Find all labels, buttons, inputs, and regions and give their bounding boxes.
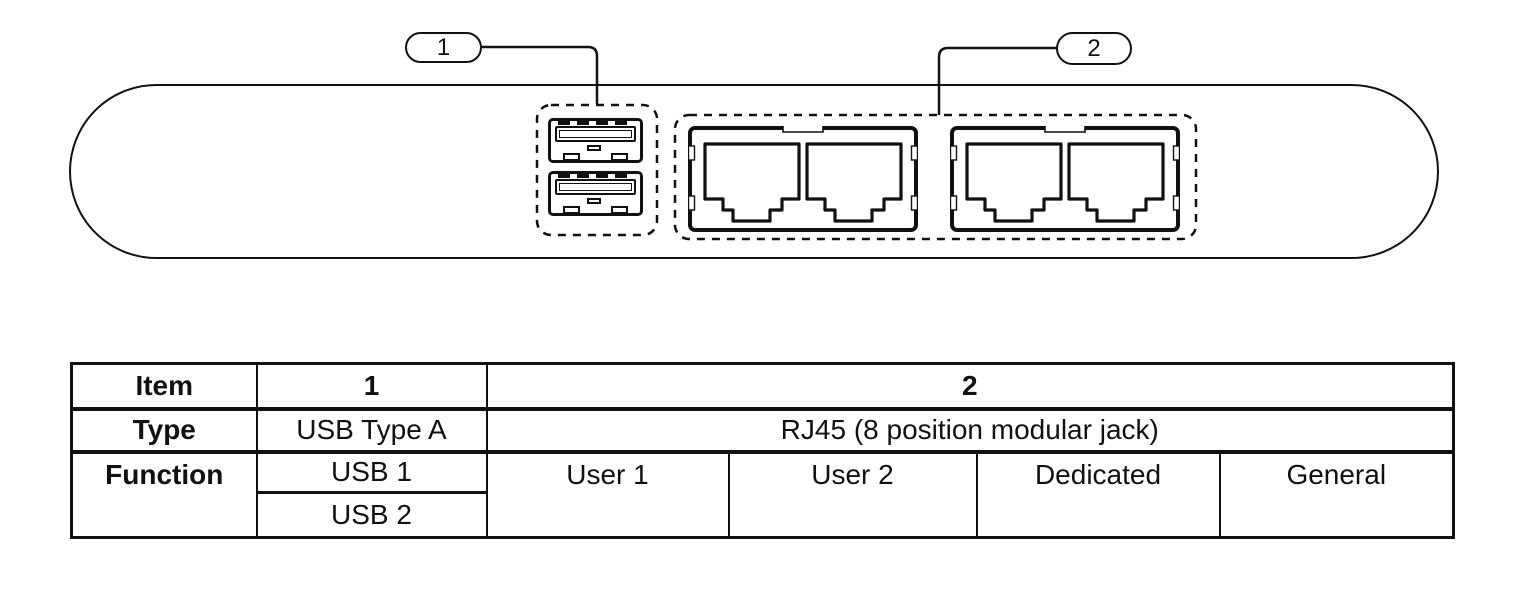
item-2-cell: 2: [485, 362, 1455, 411]
usb-latch-tab-icon: [563, 153, 580, 160]
usb-contact-strip-icon: [558, 174, 633, 178]
function-user1-cell: User 1: [485, 450, 730, 539]
rj45-module-2-icon: [950, 126, 1180, 232]
table-row: USB 2: [72, 491, 1454, 539]
port-legend-table: Item 1 2 Type USB Type A RJ45 (8 positio…: [70, 362, 1456, 539]
rj45-side-tab: [688, 145, 696, 161]
usb-port-1-icon: [548, 118, 643, 163]
usb-tongue-icon: [555, 179, 636, 195]
rj45-side-tab: [950, 195, 958, 211]
rj45-top-notch: [1045, 126, 1085, 132]
rj45-side-tab: [910, 195, 918, 211]
type-row-header: Type: [70, 407, 258, 454]
rj45-side-tab: [910, 145, 918, 161]
function-general-cell: General: [1218, 450, 1455, 539]
function-row-header: Function: [70, 450, 258, 539]
rj45-jack-icon: [1067, 142, 1165, 223]
rj45-side-tab: [1172, 145, 1180, 161]
type-2-cell: RJ45 (8 position modular jack): [485, 407, 1455, 454]
callout-2-pill: 2: [1056, 32, 1132, 65]
rj45-side-tab: [688, 195, 696, 211]
type-1-cell: USB Type A: [255, 407, 488, 454]
rj45-module-1-icon: [688, 126, 918, 232]
usb-contact-strip-icon: [558, 121, 633, 125]
callout-1-label: 1: [436, 33, 451, 61]
callout-1-pill: 1: [405, 32, 482, 63]
rj45-jack-icon: [965, 142, 1063, 223]
rj45-side-tab: [950, 145, 958, 161]
table-row: Item 1 2: [70, 362, 1455, 411]
function-dedicated-cell: Dedicated: [975, 450, 1221, 539]
usb-center-tab-icon: [587, 145, 601, 151]
rj45-side-tab: [1172, 195, 1180, 211]
rj45-jack-icon: [703, 142, 801, 223]
function-usb2-cell: USB 2: [255, 491, 488, 539]
callout-2-label: 2: [1087, 34, 1101, 62]
rj45-top-notch: [783, 126, 823, 132]
table-row: Function USB 1 User 1 User 2 Dedicated G…: [70, 450, 1455, 539]
usb-latch-tab-icon: [611, 153, 628, 160]
usb-latch-tab-icon: [611, 206, 628, 213]
usb-port-2-icon: [548, 171, 643, 216]
item-row-header: Item: [70, 362, 258, 411]
rj45-jack-icon: [805, 142, 903, 223]
usb-tongue-icon: [555, 126, 636, 142]
function-user2-cell: User 2: [727, 450, 978, 539]
usb-latch-tab-icon: [563, 206, 580, 213]
function-usb1-cell: USB 1: [255, 450, 488, 494]
table-row: Type USB Type A RJ45 (8 position modular…: [70, 407, 1455, 454]
item-1-cell: 1: [255, 362, 488, 411]
usb-center-tab-icon: [587, 198, 601, 204]
